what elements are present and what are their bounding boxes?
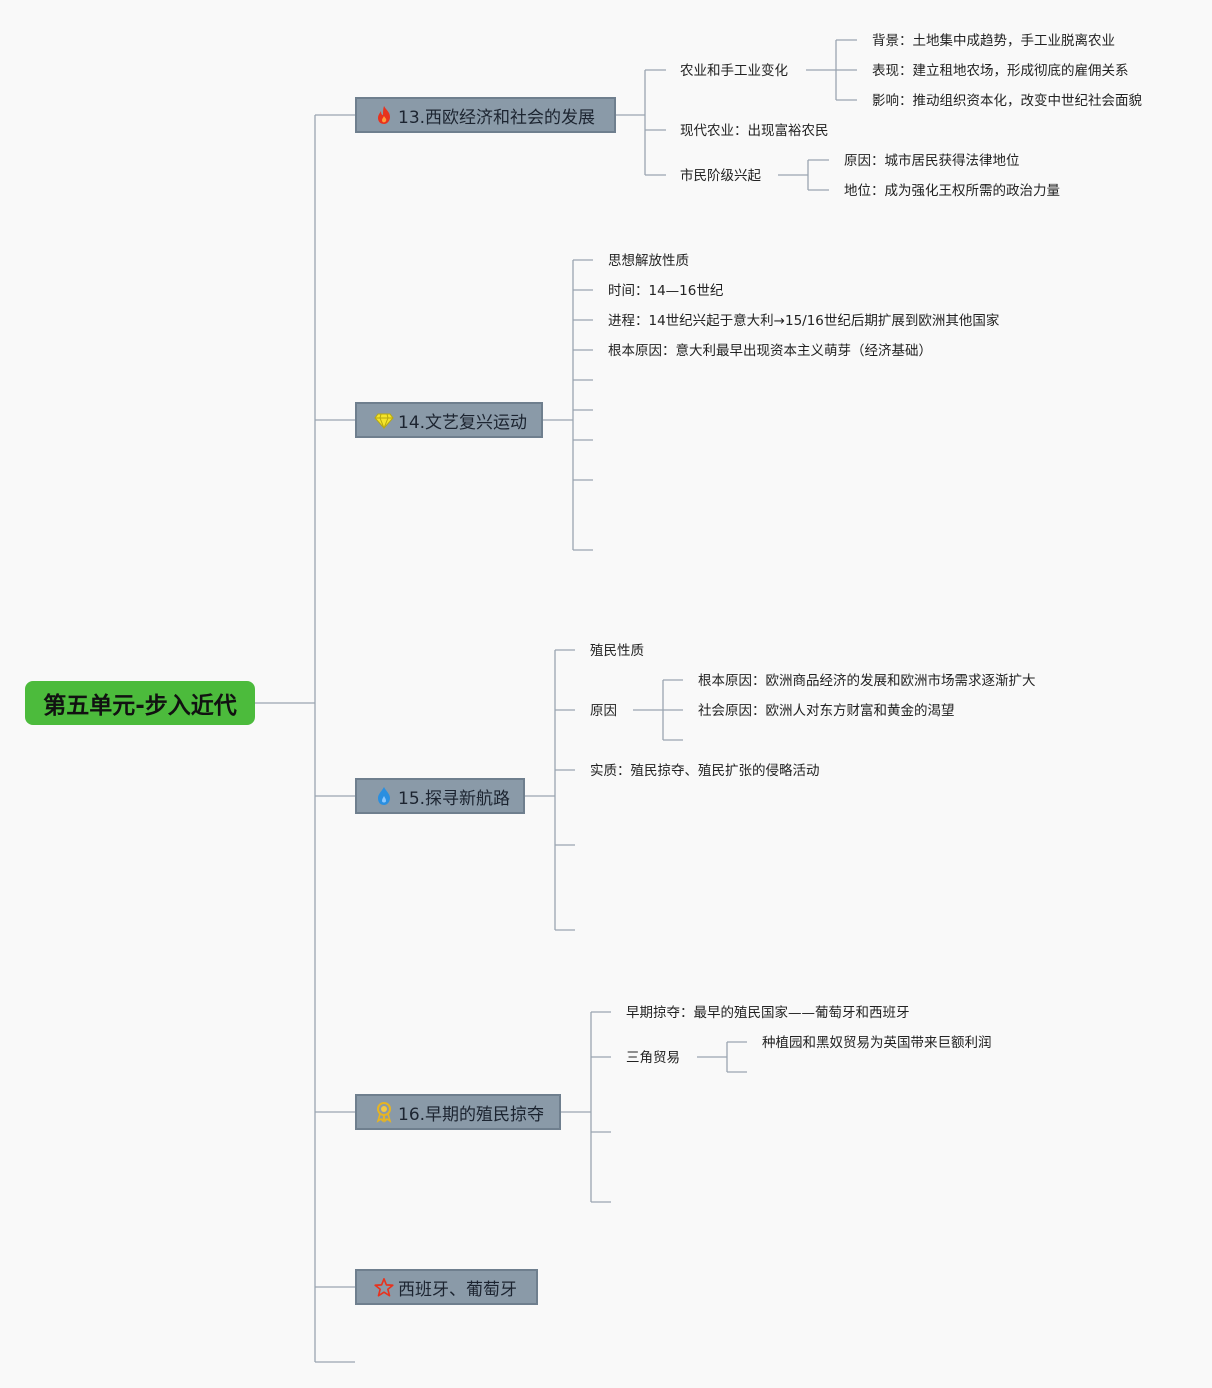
topic-spain-portugal[interactable]: 西班牙、葡萄牙 — [355, 1269, 538, 1305]
topic-spain-portugal-label: 西班牙、葡萄牙 — [398, 1279, 517, 1300]
node-renaissance-nature[interactable]: 思想解放性质 — [608, 253, 689, 269]
topic-16-label: 16.早期的殖民掠夺 — [398, 1104, 545, 1125]
node-plantation-profit[interactable]: 种植园和黑奴贸易为英国带来巨额利润 — [762, 1035, 992, 1051]
fire-icon — [373, 104, 395, 126]
topic-15-label: 15.探寻新航路 — [398, 788, 511, 809]
node-route-cause[interactable]: 原因 — [590, 703, 617, 719]
topic-14[interactable]: 14.文艺复兴运动 — [355, 402, 543, 438]
topic-14-label: 14.文艺复兴运动 — [398, 412, 528, 433]
node-agri-background[interactable]: 背景：土地集中成趋势，手工业脱离农业 — [872, 33, 1115, 49]
node-burgher-rise[interactable]: 市民阶级兴起 — [680, 168, 761, 184]
node-modern-agri[interactable]: 现代农业：出现富裕农民 — [680, 123, 829, 139]
node-renaissance-cause[interactable]: 根本原因：意大利最早出现资本主义萌芽（经济基础） — [608, 343, 932, 359]
node-burgher-cause[interactable]: 原因：城市居民获得法律地位 — [844, 153, 1020, 169]
root-topic[interactable]: 第五单元-步入近代 — [25, 681, 255, 725]
water-drop-icon — [373, 785, 395, 807]
node-renaissance-process[interactable]: 进程：14世纪兴起于意大利→15/16世纪后期扩展到欧洲其他国家 — [608, 313, 1000, 329]
medal-icon — [373, 1101, 395, 1123]
topic-13-label: 13.西欧经济和社会的发展 — [398, 107, 596, 128]
node-renaissance-time[interactable]: 时间：14—16世纪 — [608, 283, 724, 299]
topic-13[interactable]: 13.西欧经济和社会的发展 — [355, 97, 616, 133]
topic-15[interactable]: 15.探寻新航路 — [355, 778, 525, 814]
node-early-plunder[interactable]: 早期掠夺：最早的殖民国家——葡萄牙和西班牙 — [626, 1005, 910, 1021]
node-triangle-trade[interactable]: 三角贸易 — [626, 1050, 680, 1066]
star-icon — [373, 1276, 395, 1298]
node-route-social-cause[interactable]: 社会原因：欧洲人对东方财富和黄金的渴望 — [698, 703, 955, 719]
node-route-essence[interactable]: 实质：殖民掠夺、殖民扩张的侵略活动 — [590, 763, 820, 779]
diamond-icon — [373, 409, 395, 431]
node-colonial-nature[interactable]: 殖民性质 — [590, 643, 644, 659]
node-agri-impact[interactable]: 影响：推动组织资本化，改变中世纪社会面貌 — [872, 93, 1142, 109]
node-route-root-cause[interactable]: 根本原因：欧洲商品经济的发展和欧洲市场需求逐渐扩大 — [698, 673, 1036, 689]
node-agri-manifestation[interactable]: 表现：建立租地农场，形成彻底的雇佣关系 — [872, 63, 1129, 79]
node-agri-change[interactable]: 农业和手工业变化 — [680, 63, 788, 79]
topic-16[interactable]: 16.早期的殖民掠夺 — [355, 1094, 561, 1130]
node-burgher-status[interactable]: 地位：成为强化王权所需的政治力量 — [844, 183, 1060, 199]
